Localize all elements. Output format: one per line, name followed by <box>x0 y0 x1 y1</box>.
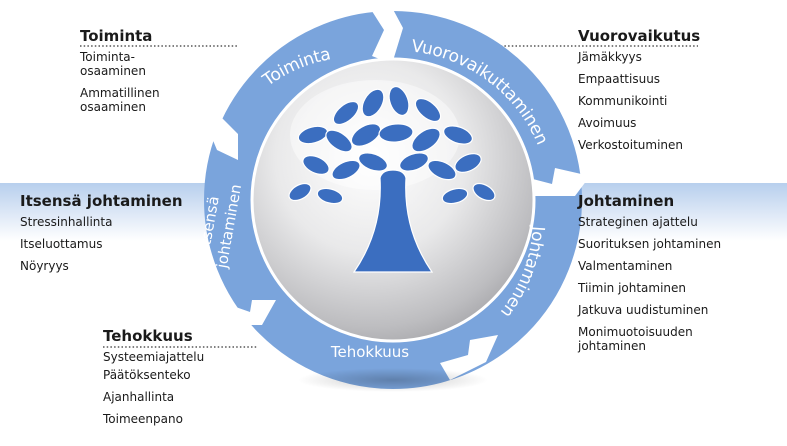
toiminta-item: Toiminta- osaaminen <box>80 50 146 78</box>
tehokkuus-item: Päätöksenteko <box>103 368 191 382</box>
leaf <box>427 159 457 181</box>
johtaminen-item: Strateginen ajattelu <box>578 215 698 229</box>
leaf <box>414 97 442 123</box>
itsensa-johtaminen-item: Nöyryys <box>20 259 69 273</box>
leaf <box>332 100 360 126</box>
leaf <box>443 125 473 145</box>
arrow-separator-top <box>370 0 403 64</box>
toiminta-block: Toiminta Toiminta- osaaminen Ammatilline… <box>80 27 230 122</box>
tehokkuus-item: Ajanhallinta <box>103 390 175 404</box>
leaf <box>378 123 414 143</box>
leaf <box>358 152 388 172</box>
leaf <box>399 152 429 172</box>
leaf <box>388 85 410 117</box>
vuorovaikutus-item: Empaattisuus <box>578 72 661 86</box>
leaf <box>441 187 469 205</box>
tehokkuus-item: Toimeenpano <box>103 412 183 426</box>
arrow-separator-lower-left <box>230 300 276 325</box>
johtaminen-item: Valmentaminen <box>578 259 673 273</box>
vuorovaikutus-item: Jämäkkyys <box>578 50 642 64</box>
johtaminen-item: Monimuotoisuuden johtaminen <box>578 325 693 353</box>
itsensa-johtaminen-item: Stressinhallinta <box>20 215 113 229</box>
tehokkuus-block: Tehokkuus Systeemiajattelu Päätöksenteko… <box>103 327 263 434</box>
tehokkuus-heading: Tehokkuus <box>103 327 193 345</box>
leaf <box>331 159 361 181</box>
johtaminen-item: Tiimin johtaminen <box>578 281 687 295</box>
segment-separators <box>200 0 590 380</box>
johtaminen-block: Johtaminen Strateginen ajattelu Suorituk… <box>578 192 783 361</box>
itsensa-johtaminen-block: Itsensä johtaminen Stressinhallinta Itse… <box>20 192 210 281</box>
segment-label-tehokkuus: Tehokkuus <box>330 343 409 361</box>
leader-lines <box>80 45 698 348</box>
tree-icon <box>288 85 496 273</box>
vuorovaikutus-item: Kommunikointi <box>578 94 668 108</box>
vuorovaikutus-item: Verkostoituminen <box>578 138 684 152</box>
leaf <box>361 88 385 118</box>
leaf <box>472 182 496 202</box>
johtaminen-heading: Johtaminen <box>578 192 675 210</box>
itsensa-johtaminen-item: Itseluottamus <box>20 237 103 251</box>
tree-trunk <box>352 169 434 273</box>
arrow-separator-left <box>200 114 238 160</box>
toiminta-item: Ammatillinen osaaminen <box>80 86 160 114</box>
leaf <box>302 155 330 175</box>
leaf <box>288 182 312 202</box>
johtaminen-item: Suorituksen johtaminen <box>578 237 722 251</box>
hub-shadow <box>298 368 488 392</box>
itsensa-johtaminen-heading: Itsensä johtaminen <box>20 192 183 210</box>
toiminta-heading: Toiminta <box>80 27 153 45</box>
vuorovaikutus-item: Avoimuus <box>578 116 637 130</box>
tehokkuus-item: Systeemiajattelu <box>103 350 205 364</box>
leaf <box>325 129 353 153</box>
leaf <box>350 123 382 147</box>
vuorovaikutus-block: Vuorovaikutus Jämäkkyys Empaattisuus Kom… <box>578 27 778 160</box>
vuorovaikutus-heading: Vuorovaikutus <box>578 27 701 45</box>
arrow-separator-bottom <box>440 335 498 380</box>
arrow-separator-right <box>529 168 590 196</box>
leaf <box>411 127 441 153</box>
leaf <box>316 187 344 205</box>
johtaminen-item: Jatkuva uudistuminen <box>578 303 709 317</box>
leaf <box>454 153 482 173</box>
